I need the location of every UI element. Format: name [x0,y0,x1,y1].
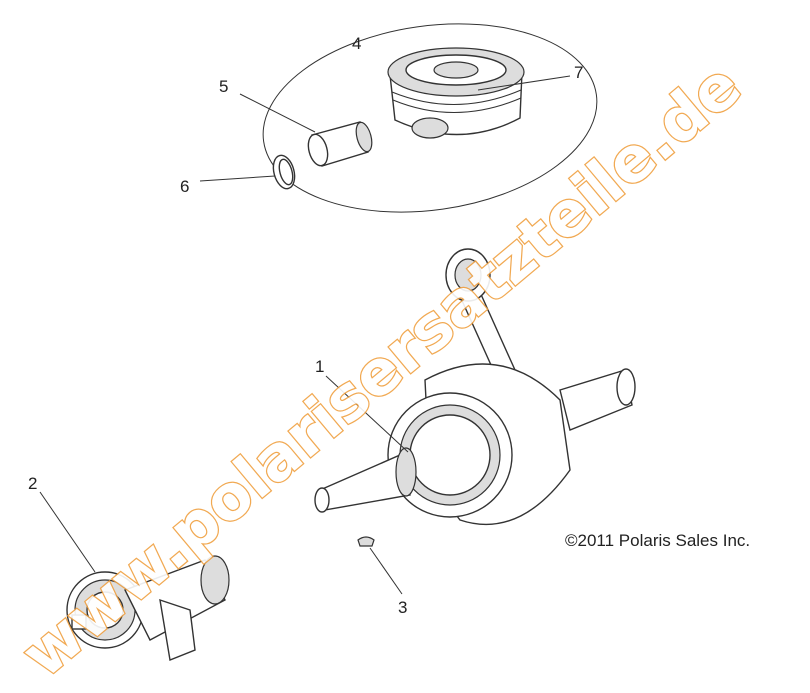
balance-shaft [66,555,230,661]
woodruff-key [357,536,375,547]
watermark: www.polarisersatzteile.de [8,48,755,691]
piston [387,47,525,139]
callout-3: 3 [398,598,407,617]
callout-6: 6 [180,177,189,196]
callout-2: 2 [28,474,37,493]
piston-pin [307,121,373,167]
callout-7: 7 [574,63,583,82]
piston-kit-outline [262,23,598,213]
callout-1: 1 [315,357,324,376]
copyright-text: ©2011 Polaris Sales Inc. [565,531,750,550]
callout-4: 4 [352,34,361,53]
crankshaft [314,248,636,526]
callout-5: 5 [219,77,228,96]
